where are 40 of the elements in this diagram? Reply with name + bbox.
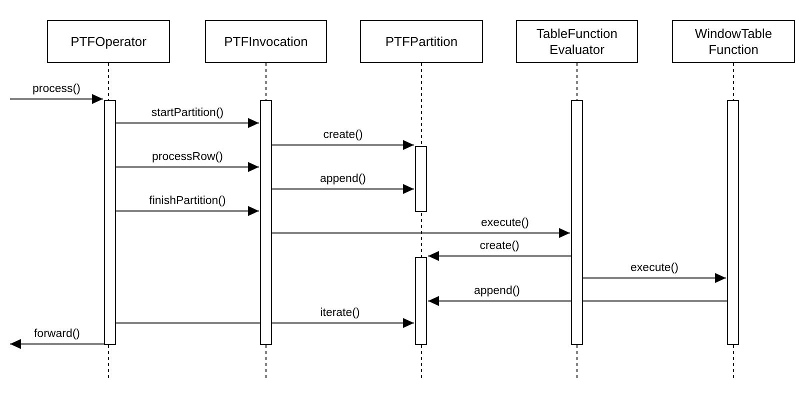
- edge-label: finishPartition(): [148, 194, 227, 208]
- message-arrow: [10, 339, 104, 349]
- message-arrow: [582, 273, 726, 283]
- activation-bar: [571, 100, 583, 345]
- message-arrow: [116, 206, 260, 216]
- participant-box: [360, 20, 483, 63]
- message-arrow: [10, 94, 104, 104]
- participant-name: PTFPartition: [384, 34, 459, 50]
- message-arrow: [116, 162, 260, 172]
- activation-bar: [727, 100, 739, 345]
- message-arrow: [272, 184, 414, 194]
- participant-box: [205, 20, 327, 63]
- edge-label: create(): [478, 239, 520, 253]
- participant-box: [516, 20, 638, 63]
- message-arrow: [428, 251, 572, 261]
- participant-name: WindowTable Function: [694, 26, 774, 58]
- participant-box: [672, 20, 795, 63]
- edge-label: startPartition(): [150, 106, 225, 120]
- edge-label: append(): [318, 172, 368, 186]
- edge-label: processRow(): [151, 150, 224, 164]
- message-arrow: [116, 318, 414, 328]
- edge-label: create(): [322, 128, 364, 142]
- message-arrow: [272, 228, 570, 238]
- participant-name: TableFunction Evaluator: [536, 26, 618, 58]
- edge-label: forward(): [33, 327, 81, 341]
- message-arrow: [272, 140, 414, 150]
- edge-label: process(): [32, 82, 82, 96]
- participant-name: PTFOperator: [70, 34, 148, 50]
- edge-label: iterate(): [319, 306, 361, 320]
- activation-bar: [260, 100, 272, 345]
- edge-label: execute(): [630, 261, 680, 275]
- activation-bar: [415, 257, 427, 345]
- participant-box: [47, 20, 170, 63]
- edge-label: execute(): [480, 216, 530, 230]
- participant-name: PTFInvocation: [223, 34, 309, 50]
- message-arrow: [116, 118, 260, 128]
- activation-bar: [415, 146, 427, 212]
- activation-bar: [104, 100, 116, 345]
- edge-label: append(): [472, 284, 522, 298]
- message-arrow: [428, 296, 728, 306]
